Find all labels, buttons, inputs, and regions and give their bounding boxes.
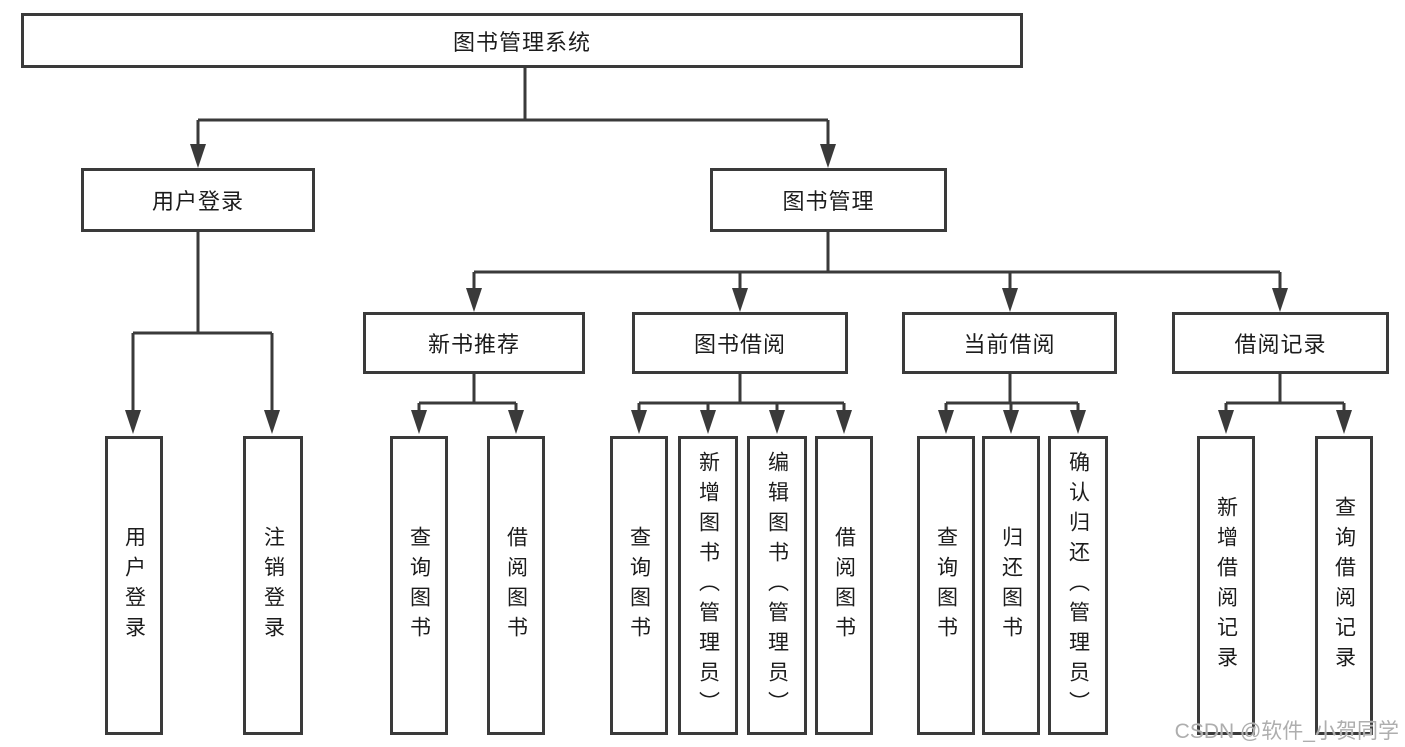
leaf-add-books-admin-label: 新增图书（管理员） bbox=[696, 450, 720, 721]
leaf-borrow-books-recommend: 借阅图书 bbox=[487, 436, 545, 735]
leaf-query-borrow-record-label: 查询借阅记录 bbox=[1332, 495, 1356, 676]
leaf-query-books-borrow: 查询图书 bbox=[610, 436, 668, 735]
node-book-borrow-label: 图书借阅 bbox=[693, 332, 786, 357]
leaf-return-books-label: 归还图书 bbox=[999, 525, 1023, 646]
node-borrow-records-label: 借阅记录 bbox=[1234, 332, 1327, 357]
leaf-query-books-current: 查询图书 bbox=[917, 436, 975, 735]
node-user-login-label: 用户登录 bbox=[151, 189, 244, 214]
node-current-borrow-label: 当前借阅 bbox=[963, 332, 1056, 357]
node-new-book-recommend-label: 新书推荐 bbox=[427, 332, 520, 357]
leaf-add-borrow-record: 新增借阅记录 bbox=[1197, 436, 1255, 735]
leaf-logout-label: 注销登录 bbox=[261, 525, 285, 646]
leaf-confirm-return-admin-label: 确认归还（管理员） bbox=[1066, 450, 1090, 721]
leaf-add-books-admin: 新增图书（管理员） bbox=[678, 436, 738, 735]
leaf-user-login-label: 用户登录 bbox=[122, 525, 146, 646]
leaf-confirm-return-admin: 确认归还（管理员） bbox=[1048, 436, 1108, 735]
leaf-query-books-recommend: 查询图书 bbox=[390, 436, 448, 735]
leaf-edit-books-admin: 编辑图书（管理员） bbox=[747, 436, 807, 735]
node-root-label: 图书管理系统 bbox=[452, 29, 591, 55]
leaf-query-books-borrow-label: 查询图书 bbox=[627, 525, 651, 646]
leaf-borrow-books: 借阅图书 bbox=[815, 436, 873, 735]
leaf-borrow-books-label: 借阅图书 bbox=[832, 525, 856, 646]
leaf-borrow-books-recommend-label: 借阅图书 bbox=[504, 525, 528, 646]
node-borrow-records: 借阅记录 bbox=[1172, 312, 1389, 374]
leaf-query-books-recommend-label: 查询图书 bbox=[407, 525, 431, 646]
node-book-management: 图书管理 bbox=[710, 168, 947, 232]
node-book-borrow: 图书借阅 bbox=[632, 312, 848, 374]
leaf-user-login: 用户登录 bbox=[105, 436, 163, 735]
node-root-library-system: 图书管理系统 bbox=[21, 13, 1023, 68]
node-book-management-label: 图书管理 bbox=[782, 189, 875, 214]
node-new-book-recommend: 新书推荐 bbox=[363, 312, 585, 374]
csdn-watermark: CSDN @软件_小贺同学 bbox=[1174, 720, 1399, 743]
leaf-add-borrow-record-label: 新增借阅记录 bbox=[1214, 495, 1238, 676]
leaf-logout: 注销登录 bbox=[243, 436, 303, 735]
leaf-return-books: 归还图书 bbox=[982, 436, 1040, 735]
node-current-borrow: 当前借阅 bbox=[902, 312, 1117, 374]
node-user-login: 用户登录 bbox=[81, 168, 315, 232]
leaf-edit-books-admin-label: 编辑图书（管理员） bbox=[765, 450, 789, 721]
leaf-query-borrow-record: 查询借阅记录 bbox=[1315, 436, 1373, 735]
leaf-query-books-current-label: 查询图书 bbox=[934, 525, 958, 646]
